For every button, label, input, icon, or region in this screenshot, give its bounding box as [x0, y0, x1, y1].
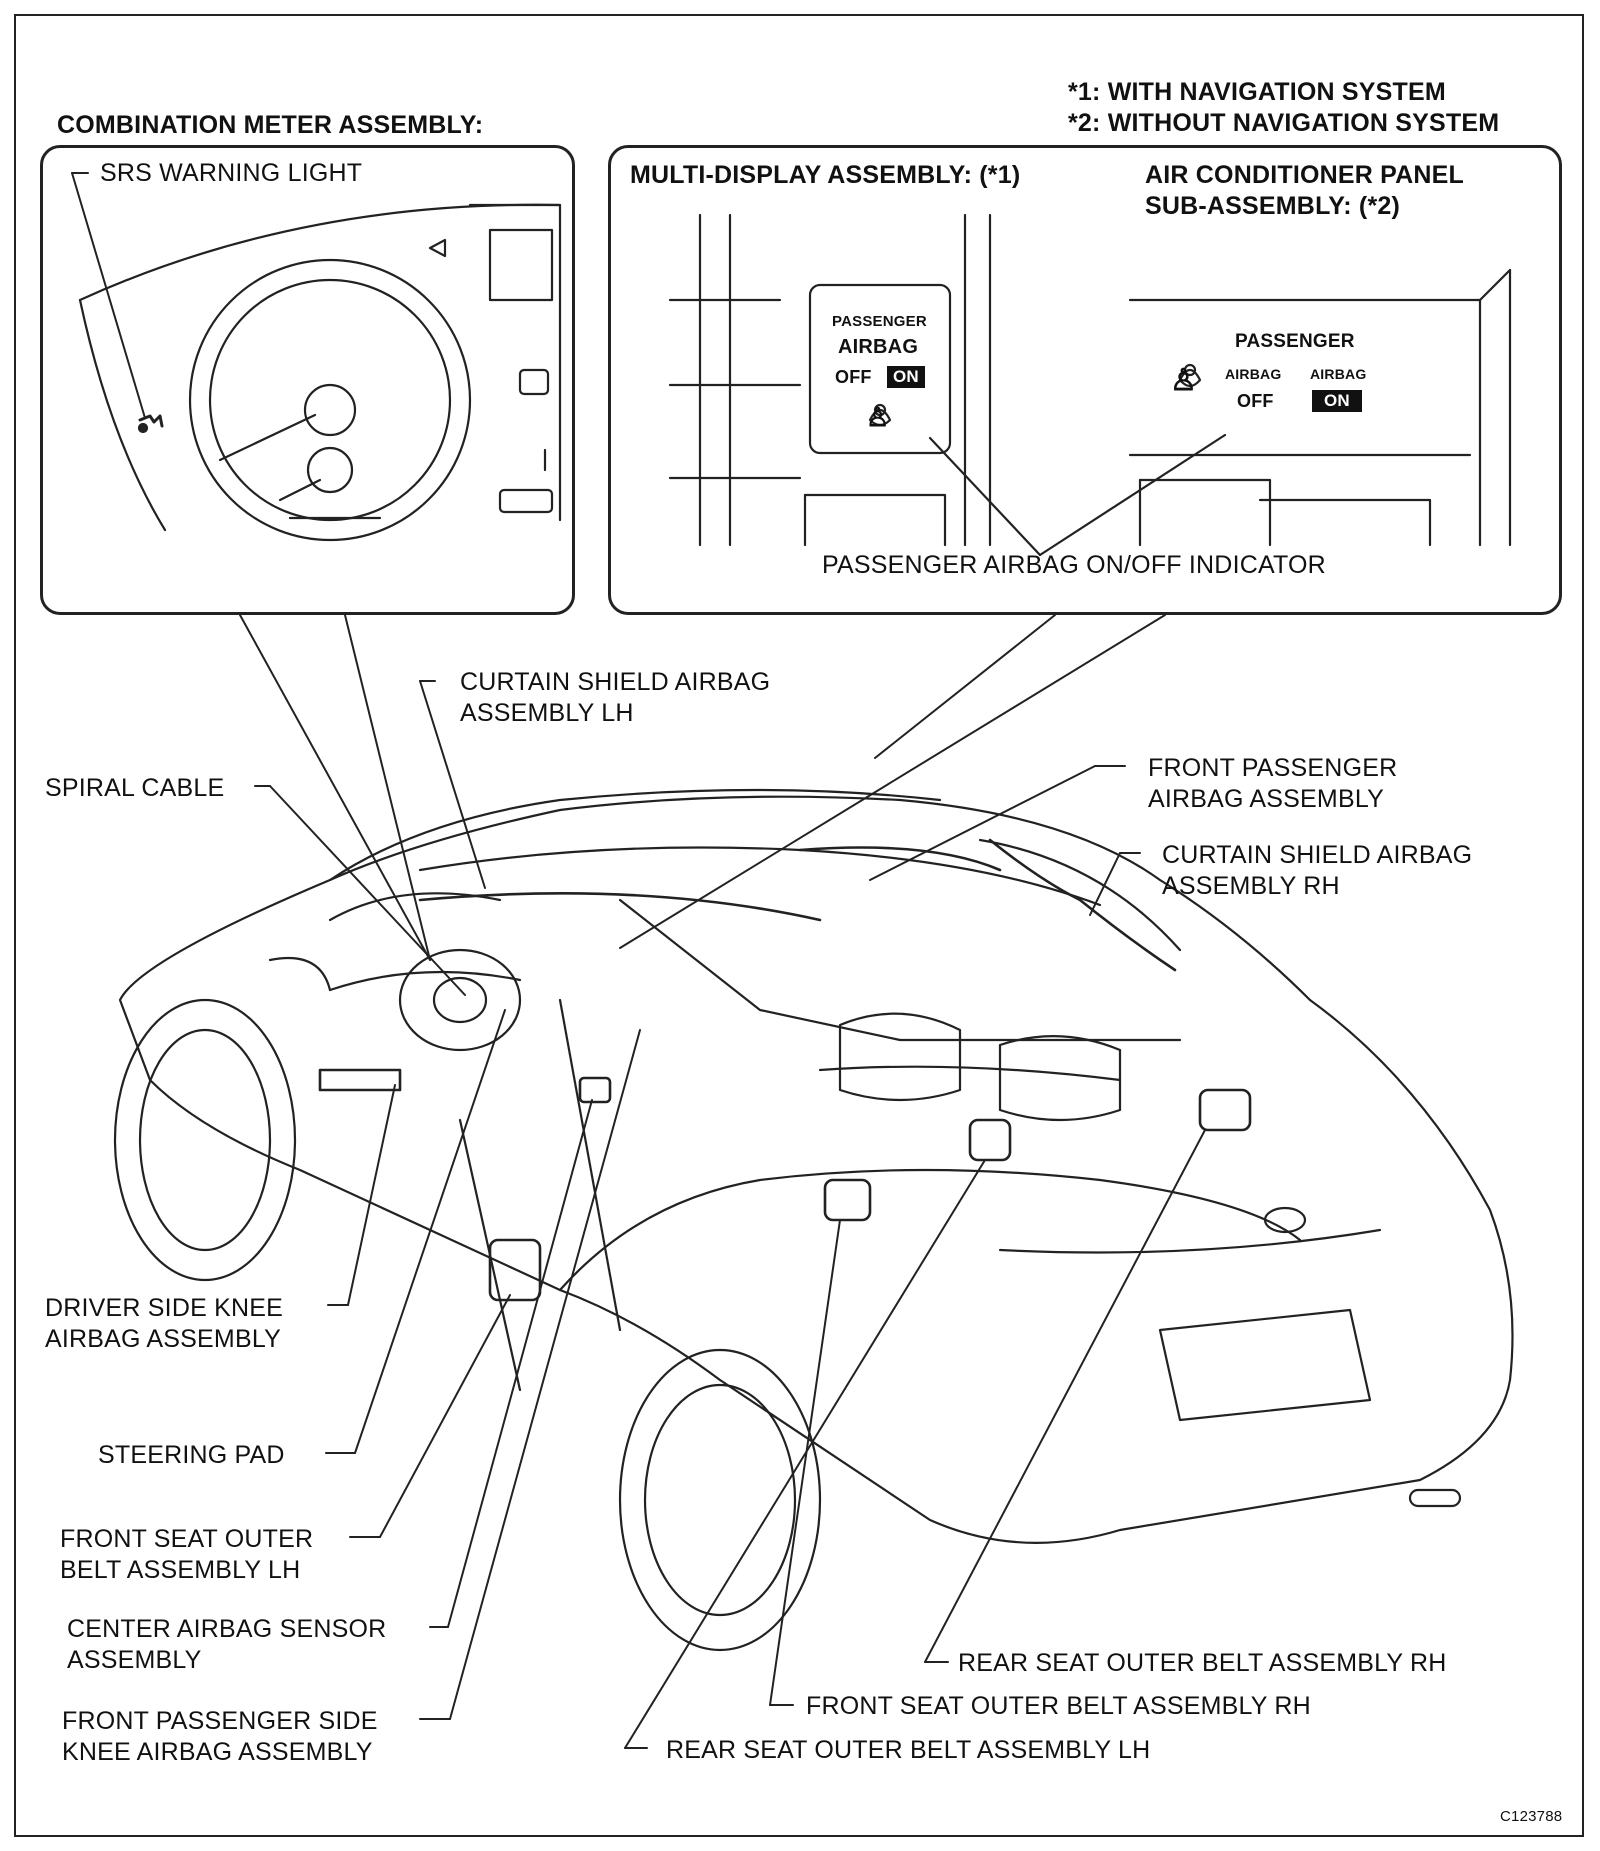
meter-title: COMBINATION METER ASSEMBLY:: [57, 111, 484, 139]
callout-front-belt-lh: FRONT SEAT OUTER BELT ASSEMBLY LH: [60, 1524, 313, 1586]
callout-curtain-airbag-rh-line1: CURTAIN SHIELD AIRBAG: [1162, 841, 1473, 869]
panel2-airbag-on-label: AIRBAG: [1310, 366, 1367, 382]
callout-curtain-airbag-rh: CURTAIN SHIELD AIRBAG ASSEMBLY RH: [1162, 840, 1472, 902]
callout-front-belt-rh: FRONT SEAT OUTER BELT ASSEMBLY RH: [806, 1691, 1311, 1722]
callout-center-airbag-sensor-line1: CENTER AIRBAG SENSOR: [67, 1615, 387, 1643]
note-with-navigation: *1: WITH NAVIGATION SYSTEM: [1068, 78, 1446, 106]
combination-meter-drawing: [78, 203, 562, 542]
callout-front-belt-rh-line1: FRONT SEAT OUTER BELT ASSEMBLY RH: [806, 1692, 1311, 1720]
callout-front-passenger-airbag: FRONT PASSENGER AIRBAG ASSEMBLY: [1148, 753, 1397, 815]
callout-curtain-airbag-lh: CURTAIN SHIELD AIRBAG ASSEMBLY LH: [460, 667, 770, 729]
vehicle-outline: [113, 788, 1514, 1652]
callout-rear-belt-lh-line1: REAR SEAT OUTER BELT ASSEMBLY LH: [666, 1736, 1151, 1764]
panel2-passenger: PASSENGER: [1235, 331, 1355, 352]
callout-passenger-knee-airbag: FRONT PASSENGER SIDE KNEE AIRBAG ASSEMBL…: [62, 1706, 378, 1768]
callout-curtain-airbag-lh-line1: CURTAIN SHIELD AIRBAG: [460, 668, 771, 696]
multi-display-title: MULTI-DISPLAY ASSEMBLY: (*1): [630, 161, 1021, 189]
callout-center-airbag-sensor-line2: ASSEMBLY: [67, 1646, 202, 1674]
srs-warning-light-label: SRS WARNING LIGHT: [100, 159, 363, 187]
note-without-navigation: *2: WITHOUT NAVIGATION SYSTEM: [1068, 109, 1500, 137]
callout-driver-knee-airbag-line2: AIRBAG ASSEMBLY: [45, 1325, 281, 1353]
callout-curtain-airbag-lh-line2: ASSEMBLY LH: [460, 699, 634, 727]
panel2-on-badge: ON: [1312, 390, 1362, 412]
panel1-airbag: AIRBAG: [838, 336, 919, 358]
callout-rear-belt-rh-line1: REAR SEAT OUTER BELT ASSEMBLY RH: [958, 1649, 1447, 1677]
callout-front-passenger-airbag-line2: AIRBAG ASSEMBLY: [1148, 785, 1384, 813]
ac-panel-title-line2: SUB-ASSEMBLY: (*2): [1145, 192, 1401, 220]
indicator-inset: [608, 145, 1562, 615]
airbag-components: [318, 838, 1252, 1302]
ac-panel-title-line1: AIR CONDITIONER PANEL: [1145, 161, 1465, 189]
panel2-off: OFF: [1237, 391, 1274, 411]
multi-display-drawing: [668, 213, 1512, 557]
panel2-seatbelt-icon: ♙: [1170, 364, 1198, 397]
callout-passenger-knee-airbag-line1: FRONT PASSENGER SIDE: [62, 1707, 378, 1735]
callout-steering-pad: STEERING PAD: [98, 1440, 285, 1471]
callout-curtain-airbag-rh-line2: ASSEMBLY RH: [1162, 872, 1340, 900]
indicator-label: PASSENGER AIRBAG ON/OFF INDICATOR: [822, 551, 1326, 579]
callout-center-airbag-sensor: CENTER AIRBAG SENSOR ASSEMBLY: [67, 1614, 386, 1676]
callout-passenger-knee-airbag-line2: KNEE AIRBAG ASSEMBLY: [62, 1738, 373, 1766]
panel1-off: OFF: [835, 367, 872, 387]
callout-spiral-cable: SPIRAL CABLE: [45, 773, 224, 804]
combination-meter-inset: [40, 145, 575, 615]
callout-spiral-cable-line1: SPIRAL CABLE: [45, 774, 225, 802]
callout-steering-pad-line1: STEERING PAD: [98, 1441, 285, 1469]
callout-front-belt-lh-line1: FRONT SEAT OUTER: [60, 1525, 314, 1553]
panel1-passenger: PASSENGER: [832, 313, 927, 330]
diagram-frame: [14, 14, 1584, 1837]
panel1-on-badge: ON: [887, 366, 925, 388]
callout-rear-belt-lh: REAR SEAT OUTER BELT ASSEMBLY LH: [666, 1735, 1150, 1766]
ac-panel-title: AIR CONDITIONER PANEL SUB-ASSEMBLY: (*2): [1145, 160, 1464, 222]
figure-id: C123788: [1500, 1808, 1563, 1825]
callout-front-belt-lh-line2: BELT ASSEMBLY LH: [60, 1556, 301, 1584]
callout-front-passenger-airbag-line1: FRONT PASSENGER: [1148, 754, 1398, 782]
callout-driver-knee-airbag-line1: DRIVER SIDE KNEE: [45, 1294, 283, 1322]
callout-rear-belt-rh: REAR SEAT OUTER BELT ASSEMBLY RH: [958, 1648, 1447, 1679]
leader-lines: [71, 172, 1206, 1749]
panel2-airbag-off-label: AIRBAG: [1225, 366, 1282, 382]
callout-driver-knee-airbag: DRIVER SIDE KNEE AIRBAG ASSEMBLY: [45, 1293, 283, 1355]
panel1-seatbelt-icon: ♙: [866, 402, 890, 432]
